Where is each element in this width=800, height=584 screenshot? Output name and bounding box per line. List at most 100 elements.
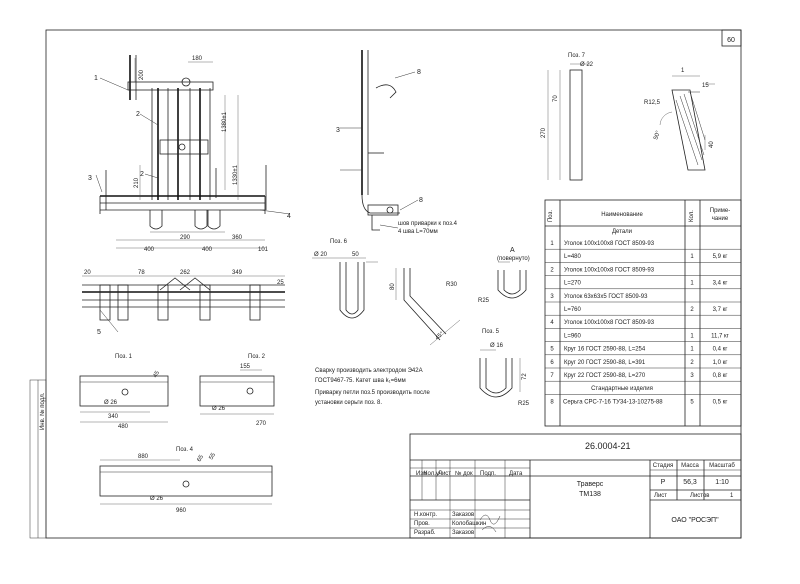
page-number-box <box>721 29 742 47</box>
spec-pos: 3 <box>550 294 554 300</box>
pos5-view <box>479 349 521 398</box>
spec-note: 3,7 кг <box>713 307 729 313</box>
dim-o26b: Ø 26 <box>212 406 226 412</box>
dim-r30: R30 <box>446 282 458 288</box>
bent-rod-view <box>395 268 461 346</box>
spec-note: 0,8 кг <box>713 373 729 379</box>
spec-qty: 1 <box>690 333 694 339</box>
pos7-label: Поз. 7 <box>568 53 586 59</box>
dim-r25a: R25 <box>478 298 490 304</box>
dim-180: 180 <box>192 56 203 62</box>
side-stamp-text: Инв. № подл. <box>39 392 46 430</box>
dim-25: 25 <box>277 280 284 286</box>
dim-45b: 45 <box>153 370 162 379</box>
dim-40: 40 <box>709 141 715 148</box>
col-list: Лист <box>438 471 451 477</box>
spec-qty: 2 <box>690 307 694 313</box>
dim-o16: Ø 16 <box>490 343 504 349</box>
dim-78: 78 <box>138 270 145 276</box>
col-ndok: № док <box>455 470 473 477</box>
spec-name: Круг 16 ГОСТ 2590-88, L=254 <box>564 347 646 353</box>
dim-o26c: Ø 26 <box>150 496 164 502</box>
dim-101: 101 <box>258 247 269 253</box>
note-line-4: установки серьги поз. 8. <box>315 400 382 406</box>
note-line-1: Сварку производить электродом Э42А <box>315 368 423 374</box>
title-line-2: ТМ138 <box>579 491 601 498</box>
spec-name: Уголок 63х63х5 ГОСТ 8509-93 <box>564 294 648 300</box>
dim-1380: 1380±1 <box>222 111 228 132</box>
dim-80: 80 <box>390 283 396 290</box>
pos7-view <box>547 63 590 181</box>
pos6-view <box>312 257 378 319</box>
dim-400b: 400 <box>202 247 213 253</box>
view-a <box>497 261 527 299</box>
stage-value: Р <box>661 479 666 486</box>
col-kol: Кол.уч <box>424 471 442 477</box>
spec-qty: 3 <box>690 373 694 379</box>
pos5-label: Поз. 5 <box>482 329 500 335</box>
pos1-label: Поз. 1 <box>115 354 133 360</box>
dim-55: 55 <box>209 452 218 461</box>
section-details: Детали <box>612 229 632 235</box>
dim-15: 15 <box>702 83 709 89</box>
note-line-2: ГОСТ9467-75. Катет шва k₁=6мм <box>315 378 406 384</box>
dim-270b: 270 <box>256 421 267 427</box>
dim-o20: Ø 20 <box>314 252 328 258</box>
pos1-view <box>79 375 169 423</box>
spec-note: 5,9 кг <box>713 254 729 260</box>
spec-pos: 7 <box>550 373 554 379</box>
spec-pos: 4 <box>550 320 554 326</box>
dim-200: 200 <box>139 69 145 80</box>
spec-note: 0,4 кг <box>713 347 729 353</box>
mass-header: Масса <box>681 463 699 469</box>
dim-r25b: R25 <box>518 401 530 407</box>
dim-880: 880 <box>138 454 149 460</box>
col-name-header: Наименование <box>601 212 643 218</box>
col-podp: Подп. <box>480 471 496 477</box>
dim-r12: R12,5 <box>644 100 661 106</box>
callout-5: 5 <box>97 329 101 336</box>
dim-50deg: 50° <box>653 130 662 141</box>
dim-270: 270 <box>541 127 547 138</box>
weld-note-2: 4 шва L=70мм <box>398 229 438 235</box>
dim-o26a: Ø 26 <box>104 400 118 406</box>
dim-360: 360 <box>232 235 243 241</box>
callout-8b: 8 <box>419 197 423 204</box>
dim-290: 290 <box>180 235 191 241</box>
spec-name: Круг 20 ГОСТ 2590-88, L=391 <box>564 360 646 366</box>
spec-qty: 1 <box>690 347 694 353</box>
spec-qty: 2 <box>690 360 694 366</box>
col-qty-header: Кол. <box>689 210 695 222</box>
dim-262: 262 <box>180 270 191 276</box>
dim-65: 65 <box>197 454 206 463</box>
spec-note: 3,4 кг <box>713 281 729 287</box>
spec-name: Уголок 100х100х8 ГОСТ 8509-93 <box>564 241 655 247</box>
dim-340: 340 <box>108 414 119 420</box>
signature-scribble <box>479 514 501 533</box>
title-line-1: Траверс <box>577 481 604 488</box>
callout-3b: 3 <box>336 127 340 134</box>
pos6-label: Поз. 6 <box>330 239 348 245</box>
side-view <box>340 50 419 231</box>
name-1: Заказов <box>452 512 474 518</box>
callout-2b: 2 <box>140 171 144 178</box>
dim-1330: 1330±1 <box>233 164 239 185</box>
scale-header: Масштаб <box>709 463 735 469</box>
spec-table <box>544 199 742 427</box>
dim-480: 480 <box>118 424 129 430</box>
dim-400a: 400 <box>144 247 155 253</box>
pos4-label: Поз. 4 <box>176 447 194 453</box>
plan-view <box>82 275 285 333</box>
dim-349: 349 <box>232 270 243 276</box>
callout-4: 4 <box>287 213 291 220</box>
spec-pos: 1 <box>550 241 554 247</box>
dim-210: 210 <box>134 177 140 188</box>
spec-pos: 6 <box>550 360 554 366</box>
spec-name: L=960 <box>564 333 582 339</box>
spec-qty: 5 <box>690 399 694 405</box>
callout-1: 1 <box>94 75 98 82</box>
col-izm: Изм <box>416 471 427 477</box>
name-2: Колобашкин <box>452 521 486 527</box>
spec-qty: 1 <box>690 281 694 287</box>
